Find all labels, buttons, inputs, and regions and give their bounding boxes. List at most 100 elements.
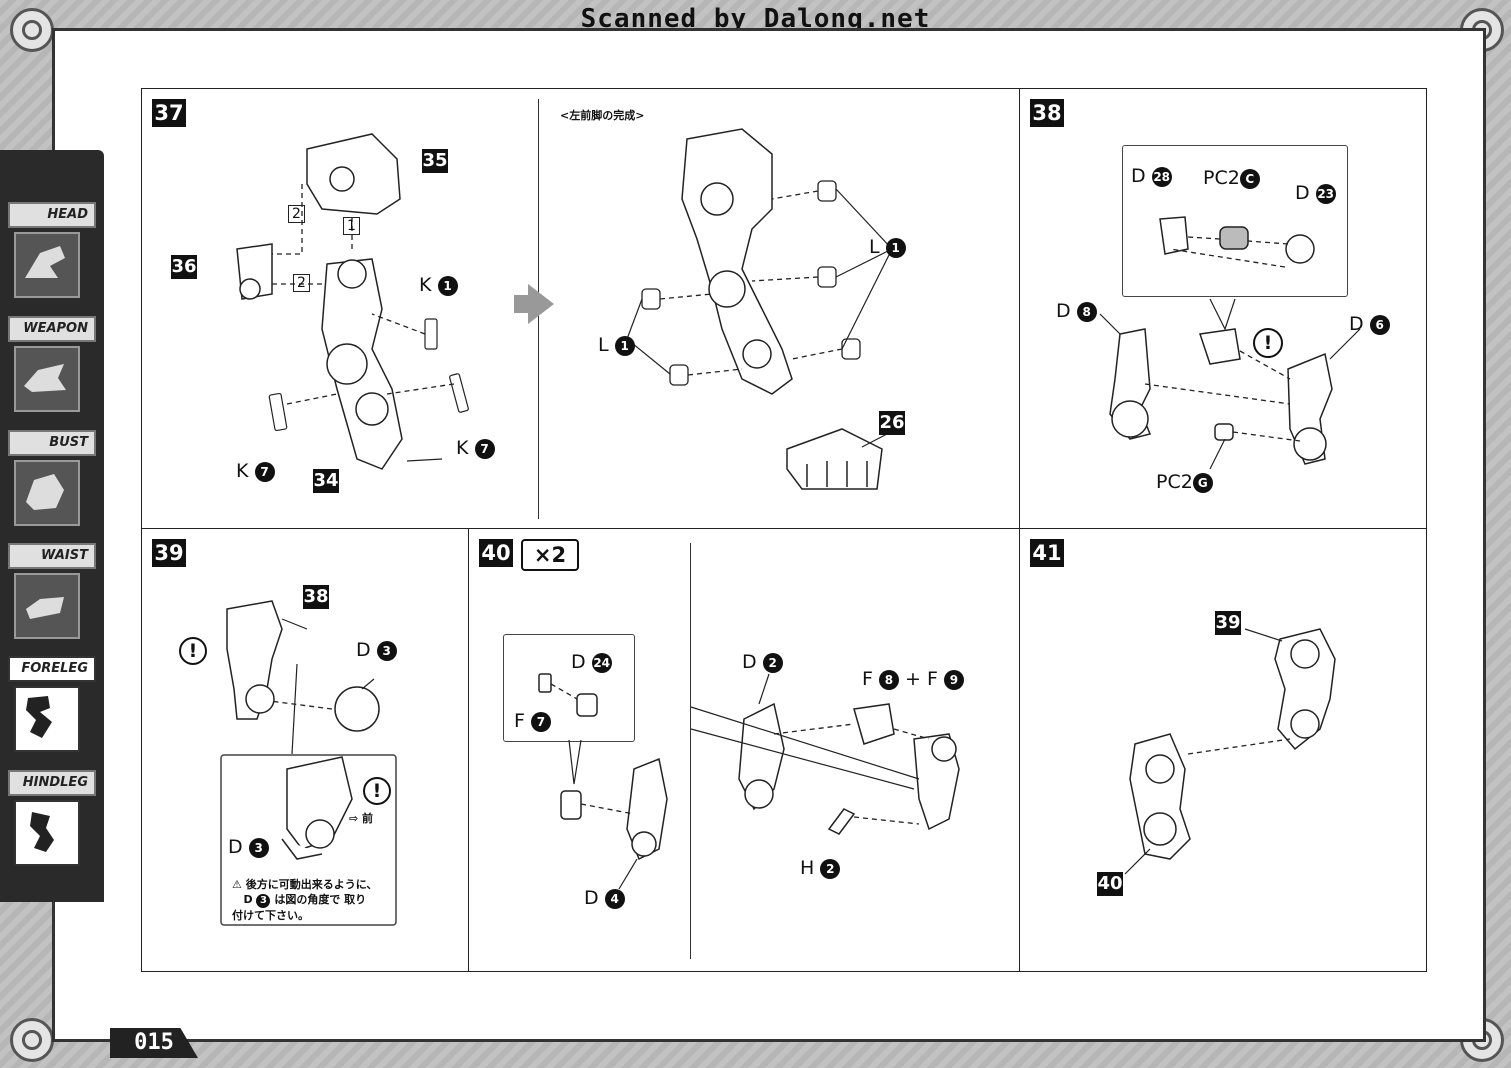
order-num: 1 [347,218,356,234]
part-letter: D [571,651,586,673]
sidebar-item-waist[interactable]: WAIST [8,543,96,639]
part-num: 3 [248,837,269,858]
part-letter: F [862,668,873,690]
part-letter: D [1349,313,1364,335]
part-letter: D [356,639,371,661]
order-num: 2 [297,275,306,291]
page-number: 015 [110,1028,198,1058]
part-letter: D [1295,182,1310,204]
part-num: G [1192,472,1213,493]
part-num: 24 [591,652,612,673]
note-line: 付けて下さい。 [232,908,377,923]
direction-label: ⇨ 前 [349,812,374,825]
leg-shaft-part [321,258,403,470]
claw-part-26 [786,428,883,490]
part-letter: F [927,668,938,690]
assembly-note: ⚠ 後方に可動出来るように、 D 3 は図の角度で 取り 付けて下さい。 [232,877,377,923]
part-num: 4 [604,888,625,909]
part-letter: K [456,437,469,459]
ref-38: 38 [303,585,329,609]
step-37-panel: 37 <左前脚の完成> [141,88,1021,530]
label-k7a: K 7 [236,460,275,482]
sidebar-item-label: HEAD [8,202,96,228]
ref-39: 39 [1215,611,1241,635]
label-k7b: K 7 [456,437,495,459]
ref-34: 34 [313,469,339,493]
label-f7: F 7 [514,710,551,732]
part-letter: D [228,836,243,858]
part-letter: L [598,334,609,356]
sidebar-item-head[interactable]: HEAD [8,202,96,298]
sidebar-item-label: HINDLEG [8,770,96,796]
part-num: 3 [256,894,271,908]
warning-mark: ! [372,780,382,802]
step-number: 38 [1030,99,1064,127]
part-num: 8 [1076,301,1097,322]
label-d2: D 2 [742,651,783,673]
sidebar-item-label: WEAPON [8,316,96,342]
label-d24: D 24 [571,651,612,673]
complete-leg-diagram [681,128,793,395]
step-41-panel: 41 39 40 [1019,528,1427,972]
label-d3b: D 3 [228,836,269,858]
step-40-panel: 40 ×2 D [468,528,1021,972]
direction-text: 前 [362,812,374,825]
part-num: 8 [878,669,899,690]
part-letter: D [584,887,599,909]
part-num: 9 [943,669,964,690]
part-letter: L [869,236,880,258]
sidebar-item-foreleg[interactable]: FORELEG [8,656,96,752]
step-number: 37 [152,99,186,127]
label-l1a: L 1 [869,236,906,258]
label-d4: D 4 [584,887,625,909]
upper-shoulder-part [306,133,401,215]
sidebar-item-label: WAIST [8,543,96,569]
detail-inset [503,634,635,742]
part-num: 1 [885,237,906,258]
ankle-joint-diagram [220,600,397,926]
sidebar-item-hindleg[interactable]: HINDLEG [8,770,96,866]
part-letter: PC2 [1203,167,1240,189]
quantity-multiplier: ×2 [521,539,579,571]
sidebar-item-weapon[interactable]: WEAPON [8,316,96,412]
label-d3a: D 3 [356,639,397,661]
part-num: 7 [254,461,275,482]
note-text: D [243,893,253,906]
part-num: 7 [474,438,495,459]
ref-40: 40 [1097,872,1123,896]
part-letter: D [742,651,757,673]
label-d6: D 6 [1349,313,1390,335]
hinge-parts-diagram [1099,216,1361,470]
cap-parts-l1 [641,180,861,386]
sidebar-item-bust[interactable]: BUST [8,430,96,526]
label-f8-f9: F 8 + F 9 [862,668,964,690]
sidebar-item-label: BUST [8,430,96,456]
part-letter: K [419,274,432,296]
part-num: C [1239,168,1260,189]
part-letter: K [236,460,249,482]
part-num: 2 [820,858,841,879]
part-num: 1 [614,335,635,356]
weapon-icon [14,346,80,412]
label-d23: D 23 [1295,182,1336,204]
part-num: 23 [1315,183,1336,204]
bust-icon [14,460,80,526]
section-sidebar: HEAD WEAPON BUST WAIST FORELEG HINDLEG [0,150,104,902]
step-number: 39 [152,539,186,567]
hindleg-icon [14,800,80,866]
plus-sign: + [905,668,921,690]
sub-title: <左前脚の完成> [560,109,645,122]
part-letter: D [1056,300,1071,322]
corner-logo-icon [10,8,54,52]
ref-35: 35 [422,149,448,173]
divider [690,543,691,959]
part-letter: H [800,857,815,879]
ref-36: 36 [171,255,197,279]
part-num: 7 [530,711,551,732]
leg-join-diagram [1124,628,1336,875]
order-num: 2 [292,206,301,222]
note-text: 付けて下さい。 [232,909,309,922]
